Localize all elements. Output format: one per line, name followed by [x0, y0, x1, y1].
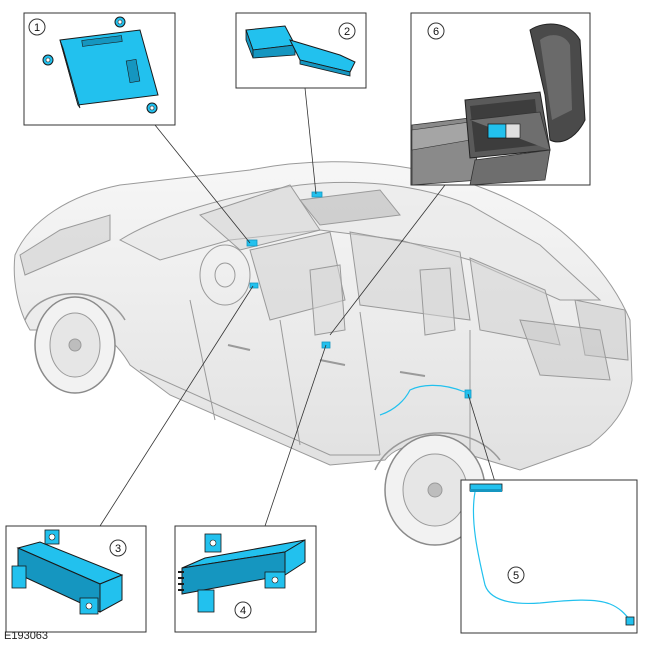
marker-5-cable	[379, 384, 466, 416]
callout-4-label: 4	[240, 605, 246, 617]
leader-6	[329, 184, 446, 336]
callout-1-circle	[28, 18, 46, 36]
callout-6-circle	[427, 22, 445, 40]
callout-4-circle	[234, 601, 252, 619]
antenna-icon	[469, 483, 635, 626]
callout-3-circle	[109, 539, 127, 557]
detail-box-4: 4	[174, 525, 317, 633]
detail-box-6: 6	[410, 12, 591, 186]
armrest-illustration	[411, 23, 586, 186]
module-icon	[11, 529, 124, 615]
leader-lines	[99, 87, 496, 527]
detail-box-3: 3	[5, 525, 147, 633]
detail-box-1: 1	[23, 12, 176, 126]
leader-1	[154, 124, 251, 244]
detail-box-5: 5	[460, 479, 638, 634]
callout-1-label: 1	[34, 22, 40, 34]
leader-2	[304, 87, 317, 195]
reference-code: E193063	[4, 630, 49, 642]
callout-2-label: 2	[344, 26, 350, 38]
callout-5-circle	[507, 566, 525, 584]
marker-3	[249, 282, 259, 289]
callout-5-label: 5	[513, 570, 519, 582]
marker-1	[246, 239, 258, 247]
car-illustration	[13, 161, 633, 546]
leader-4	[264, 344, 327, 527]
module-icon	[178, 533, 306, 613]
module-icon	[487, 123, 507, 139]
callout-2-circle	[338, 22, 356, 40]
detail-box-2: 2	[235, 12, 367, 89]
module-icon	[245, 25, 356, 77]
marker-2	[311, 191, 323, 198]
leader-5	[467, 393, 496, 483]
callout-3-label: 3	[115, 543, 121, 555]
leader-3	[99, 285, 254, 527]
callout-6-label: 6	[433, 26, 439, 38]
module-icon	[42, 16, 159, 114]
